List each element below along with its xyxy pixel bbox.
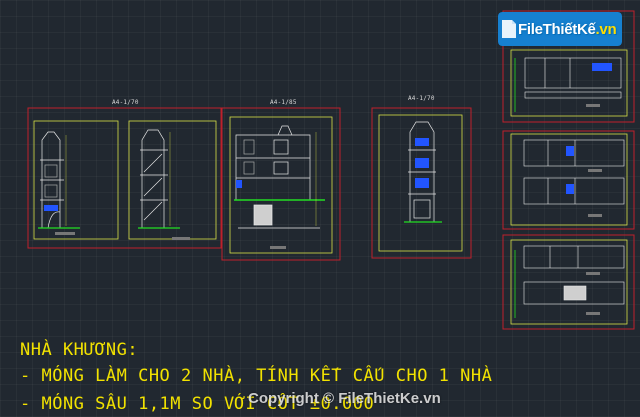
sheet-plan-top[interactable] bbox=[502, 10, 635, 123]
sheet-2-scale-label: A4-1/85 bbox=[270, 99, 297, 106]
foundation-plan-drawing bbox=[514, 245, 625, 318]
copyright-watermark: Copyright © FileThietKe.vn bbox=[248, 390, 441, 407]
brand-logo-text: FileThiếtKế.vn bbox=[518, 21, 617, 38]
sheet-3[interactable] bbox=[371, 107, 472, 259]
note-title: NHÀ KHƯƠNG: bbox=[20, 340, 139, 360]
side-elevation-drawing bbox=[404, 121, 442, 223]
stair-section-drawing bbox=[138, 129, 180, 229]
title-tag bbox=[270, 246, 286, 249]
title-tag bbox=[55, 232, 75, 235]
sheet-plan-middle[interactable] bbox=[502, 130, 635, 230]
building-section-drawing bbox=[234, 125, 325, 229]
sheet-plan-bottom[interactable] bbox=[502, 234, 635, 330]
note-line-foundation-scope: - MÓNG LÀM CHO 2 NHÀ, TÍNH KẾT CẤU CHO 1… bbox=[20, 366, 493, 386]
note-line-foundation-depth: - MÓNG SÂU 1,1M SO VỚI CỐT ±0.000 bbox=[20, 394, 375, 414]
sheet-1[interactable] bbox=[27, 107, 222, 249]
sheet-2[interactable] bbox=[221, 107, 341, 261]
sheet-1-scale-label: A4-1/70 bbox=[112, 99, 139, 106]
front-elevation-drawing bbox=[38, 131, 80, 229]
title-tag bbox=[172, 237, 190, 240]
floor-plan-drawing bbox=[523, 139, 625, 217]
brand-logo bbox=[498, 12, 622, 46]
floor-plan-drawing bbox=[514, 57, 622, 112]
sheet-3-scale-label: A4-1/70 bbox=[408, 95, 435, 102]
